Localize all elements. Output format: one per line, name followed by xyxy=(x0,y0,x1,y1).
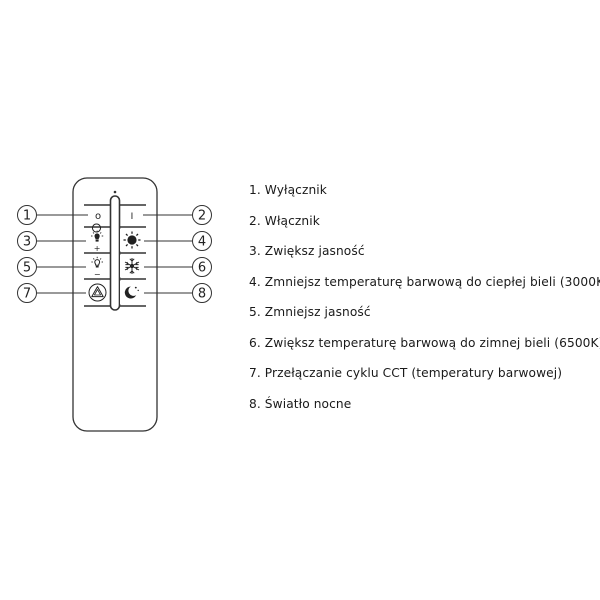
plus-sign: + xyxy=(94,244,101,253)
night-light-button[interactable] xyxy=(120,281,144,304)
snowflake-icon xyxy=(124,258,140,274)
legend-item-7: 7. Przełączanie cyklu CCT (temperatury b… xyxy=(249,366,563,380)
legend-item-4: 4. Zmniejsz temperaturę barwową do ciepł… xyxy=(249,274,600,289)
off-button[interactable]: o xyxy=(88,207,108,224)
remote-center-slot xyxy=(109,195,121,311)
cct-cycle-button[interactable] xyxy=(86,281,108,304)
button-row-dividers xyxy=(84,204,146,307)
callout-number-3: 3 xyxy=(23,235,31,250)
circle-off-icon: o xyxy=(95,211,101,222)
bulb-plus-icon: + xyxy=(91,223,104,253)
callout-4: 4 xyxy=(192,231,212,251)
callout-number-5: 5 xyxy=(23,261,31,276)
legend-item-3: 3. Zwiększ jasność xyxy=(249,244,365,258)
cool-white-button[interactable] xyxy=(120,255,144,277)
line-on-icon: I xyxy=(131,212,134,222)
legend-item-8: 8. Światło nocne xyxy=(249,396,352,411)
brightness-up-button[interactable]: + xyxy=(86,223,108,253)
legend-item-1: 1. Wyłącznik xyxy=(249,183,327,197)
callout-number-7: 7 xyxy=(23,287,31,302)
callout-5: 5 xyxy=(17,257,37,277)
callout-2: 2 xyxy=(192,205,212,225)
on-button[interactable]: I xyxy=(122,207,142,224)
legend-item-5: 5. Zmniejsz jasność xyxy=(249,305,371,319)
remote-body xyxy=(72,177,158,432)
legend-item-6: 6. Zwiększ temperaturę barwową do zimnej… xyxy=(249,335,600,350)
button-legend: 1. Wyłącznik 2. Włącznik 3. Zwiększ jasn… xyxy=(249,183,600,427)
bulb-minus-icon: − xyxy=(91,256,103,279)
callout-8: 8 xyxy=(192,283,212,303)
callout-3: 3 xyxy=(17,231,37,251)
callout-leader-lines xyxy=(37,214,192,294)
brightness-down-button[interactable]: − xyxy=(86,255,108,279)
minus-sign: − xyxy=(94,270,101,279)
moon-icon xyxy=(124,286,139,299)
callout-6: 6 xyxy=(192,257,212,277)
warm-white-button[interactable] xyxy=(120,229,144,251)
legend-item-2: 2. Włącznik xyxy=(249,213,320,228)
callout-7: 7 xyxy=(17,283,37,303)
callout-number-8: 8 xyxy=(198,287,206,302)
callout-number-2: 2 xyxy=(198,209,206,224)
callout-number-1: 1 xyxy=(23,209,31,224)
callout-number-4: 4 xyxy=(198,235,206,250)
sun-icon xyxy=(123,231,141,249)
callout-number-6: 6 xyxy=(198,261,206,276)
indicator-dot xyxy=(113,190,117,194)
triangle-cycle-icon xyxy=(88,283,107,302)
callout-1: 1 xyxy=(17,205,37,225)
